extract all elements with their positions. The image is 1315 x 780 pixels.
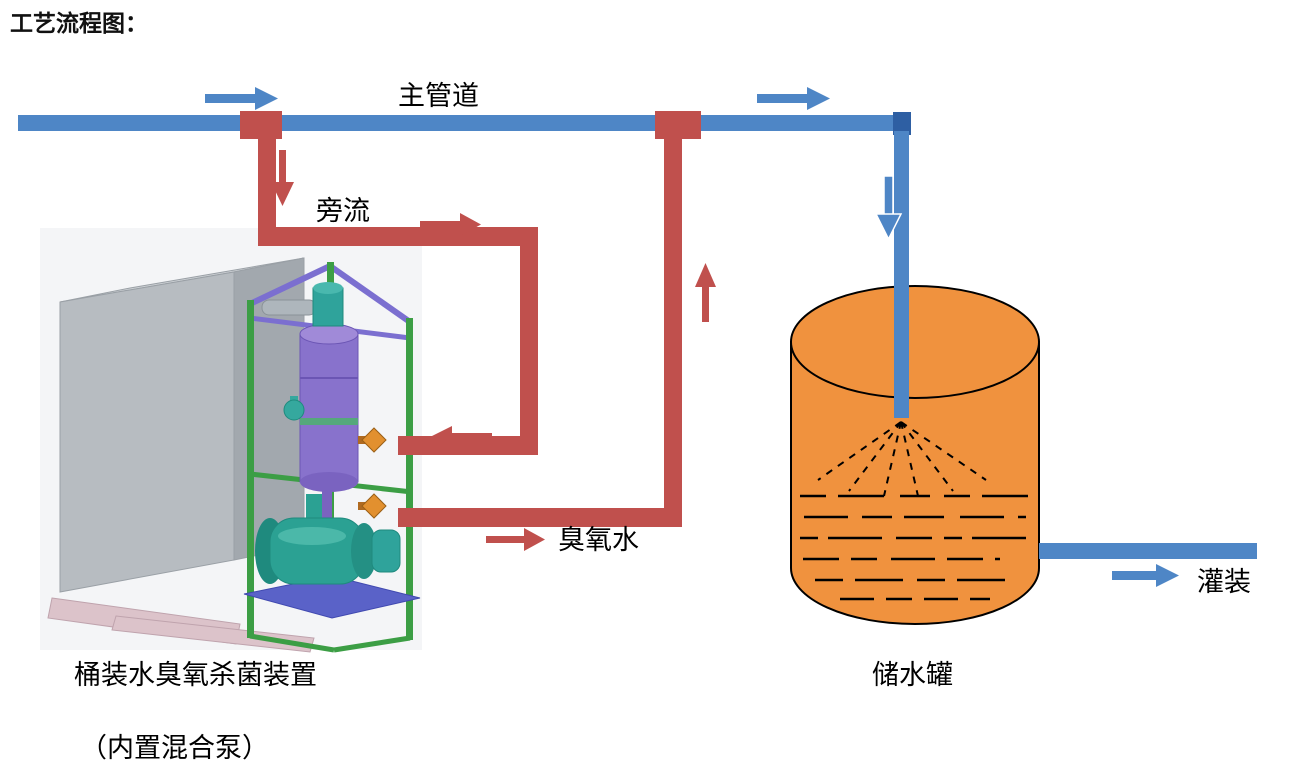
main-pipe bbox=[18, 115, 911, 131]
arrow-stem bbox=[279, 150, 286, 184]
side-valve bbox=[283, 399, 305, 421]
ozone-water-label: 臭氧水 bbox=[558, 525, 639, 555]
water-level-lines bbox=[800, 494, 1030, 601]
arrow-head bbox=[874, 213, 903, 241]
arrow-stem bbox=[883, 175, 894, 217]
sterilizer-device-illustration bbox=[40, 228, 422, 653]
top-valve-cap bbox=[313, 282, 343, 294]
contact-column bbox=[299, 333, 359, 483]
rack-top-beam bbox=[248, 263, 332, 307]
ozone-water-pipe bbox=[398, 508, 682, 527]
bypass-pipes bbox=[240, 111, 701, 527]
main-pipe-label: 主管道 bbox=[398, 81, 479, 111]
arrow-stem bbox=[1112, 571, 1156, 580]
bypass-vertical-pipe bbox=[520, 227, 538, 455]
rack-post bbox=[247, 300, 254, 638]
arrow-head bbox=[1156, 564, 1179, 587]
tank-outlet-pipe bbox=[1039, 543, 1257, 559]
pump-inlet bbox=[306, 494, 322, 520]
arrow-head bbox=[695, 263, 716, 287]
bypass-horizontal-pipe bbox=[258, 227, 538, 246]
flow-arrow-right-blue bbox=[205, 87, 278, 110]
rack-bottom-beam bbox=[249, 633, 335, 653]
rack-post bbox=[406, 318, 413, 640]
arrow-stem bbox=[486, 536, 524, 543]
top-fitting-cylinder bbox=[261, 299, 317, 316]
arrow-stem bbox=[452, 433, 492, 440]
arrow-stem bbox=[420, 221, 460, 228]
diagram-labels: 工艺流程图： 主管道 旁流 臭氧水 灌装 储水罐 桶装水臭氧杀菌装置 （内置混合… bbox=[10, 10, 1251, 763]
bypass-down-pipe bbox=[258, 131, 276, 246]
top-valve-body bbox=[312, 287, 344, 327]
arrow-stem bbox=[702, 287, 709, 322]
arrow-head bbox=[460, 213, 481, 236]
column-top-cap bbox=[299, 323, 359, 345]
flow-arrow-right-blue bbox=[757, 87, 830, 110]
storage-tank-label: 储水罐 bbox=[872, 660, 953, 690]
spray-line bbox=[900, 421, 987, 481]
tank-top bbox=[790, 285, 1040, 399]
pipe-tee-junction bbox=[655, 111, 701, 139]
spray-line bbox=[900, 421, 954, 492]
tank-inlet-pipe bbox=[894, 131, 909, 418]
arrow-head bbox=[524, 528, 545, 551]
flow-arrow-down-blue bbox=[874, 175, 903, 241]
flow-arrow-up-red bbox=[695, 263, 716, 322]
device-label: 桶装水臭氧杀菌装置 bbox=[74, 660, 317, 690]
bypass-label: 旁流 bbox=[316, 196, 370, 226]
pump-end-cap bbox=[351, 523, 377, 579]
rack-top-beam bbox=[328, 263, 412, 325]
storage-tank bbox=[790, 285, 1040, 625]
orange-valve bbox=[361, 427, 387, 453]
rack-bottom-beam bbox=[333, 635, 411, 653]
ozone-riser-pipe bbox=[664, 131, 682, 527]
device-sublabel: （内置混合泵） bbox=[80, 733, 269, 763]
bypass-return-pipe bbox=[398, 436, 538, 455]
flow-arrow-right-red bbox=[420, 213, 481, 236]
flow-arrow-left-red bbox=[430, 426, 492, 448]
spray-line bbox=[848, 421, 902, 492]
arrow-stem bbox=[757, 94, 807, 103]
cabinet-front-face bbox=[59, 271, 235, 593]
column-bottom-cap bbox=[300, 472, 358, 492]
flow-arrow-right-red bbox=[486, 528, 545, 551]
pump-motor bbox=[371, 529, 401, 573]
arrow-stem bbox=[205, 94, 255, 103]
pump-highlight bbox=[278, 527, 346, 545]
main-pipe-elbow bbox=[893, 112, 911, 135]
arrow-head bbox=[430, 426, 452, 448]
flow-arrows bbox=[205, 87, 1179, 587]
column-band bbox=[300, 418, 358, 425]
column-drop-pipe bbox=[322, 482, 332, 518]
orange-valve bbox=[361, 493, 387, 519]
pipe-tee-junction bbox=[240, 111, 282, 139]
spray-line bbox=[817, 421, 902, 481]
spray-pattern bbox=[817, 421, 987, 497]
arrow-head bbox=[807, 87, 830, 110]
arrow-head bbox=[271, 182, 294, 206]
page-title: 工艺流程图： bbox=[10, 10, 148, 36]
filling-label: 灌装 bbox=[1197, 567, 1251, 597]
flow-arrow-right-blue bbox=[1112, 564, 1179, 587]
arrow-head bbox=[255, 87, 278, 110]
flow-arrow-down-red bbox=[271, 150, 294, 206]
